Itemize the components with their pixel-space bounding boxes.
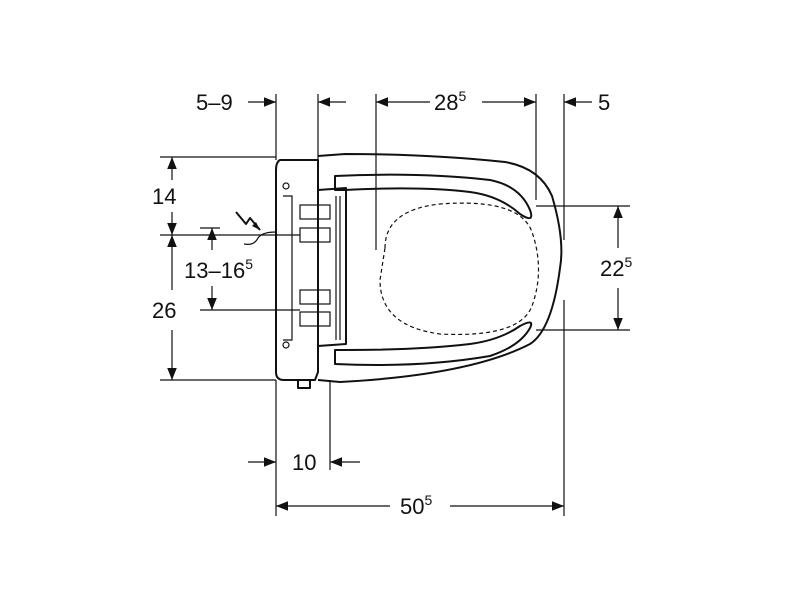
dim-connection-range: 13–165 [184, 256, 253, 283]
dim-bottom-total: 505 [400, 492, 432, 519]
seat-body [243, 153, 563, 389]
lightning-bolt-icon [235, 211, 261, 231]
dim-left-upper: 14 [152, 184, 176, 209]
dim-left-lower: 26 [152, 298, 176, 323]
dimension-arrows [167, 97, 623, 511]
extension-lines [160, 94, 630, 516]
dim-top-inner: 285 [434, 88, 466, 115]
dim-gap-range: 5–9 [196, 90, 233, 115]
dimension-labels: 5–9 285 5 14 13–165 26 225 10 505 [152, 88, 632, 519]
dim-right-offset: 5 [598, 90, 610, 115]
dim-bottom-small: 10 [292, 450, 316, 475]
dim-right-height: 225 [600, 254, 632, 281]
